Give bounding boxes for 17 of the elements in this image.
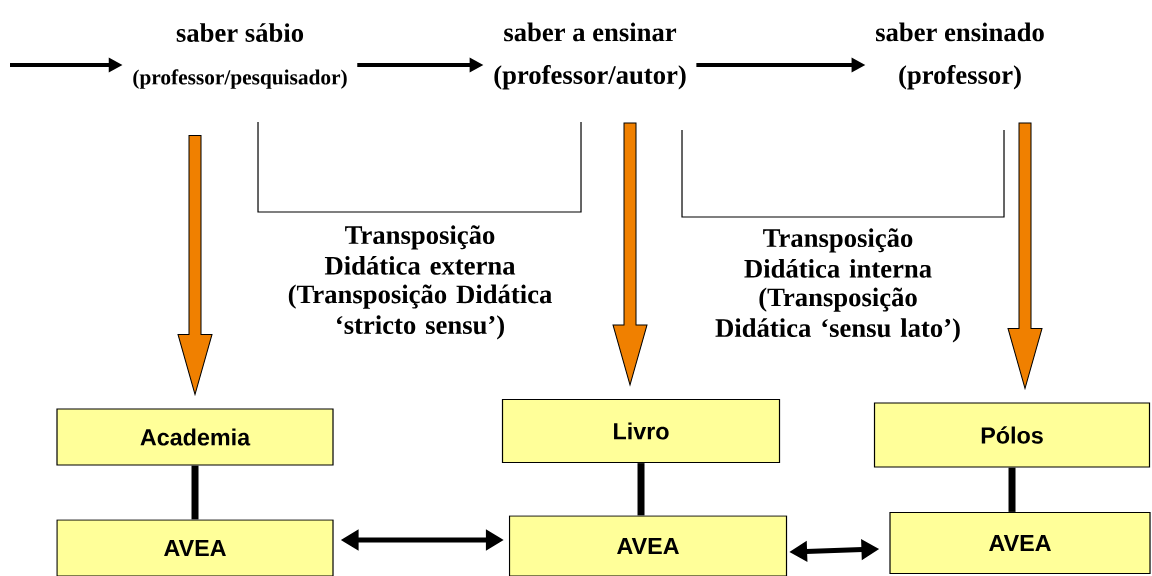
process-box: Academia <box>56 408 334 466</box>
process-box: AVEA <box>56 519 334 576</box>
block-arrow <box>612 122 648 386</box>
process-box: AVEA <box>889 511 1151 575</box>
stage-label: saber ensinado (professor) <box>876 22 1044 90</box>
process-box: AVEA <box>508 515 788 576</box>
connector-line <box>191 465 199 520</box>
stage-label: saber a ensinar (professor/autor) <box>494 22 686 90</box>
caption-text: Transposição Didática interna <box>744 228 932 278</box>
stage-label: saber sábio (professor/pesquisador) <box>133 23 347 89</box>
caption-text: Transposição Didática externa <box>324 225 516 275</box>
caption-text: (Transposição Didática ‘sensu lato’) <box>715 287 960 343</box>
process-box: Pólos <box>873 402 1151 468</box>
block-arrow <box>1007 122 1043 389</box>
process-box: Livro <box>501 398 781 464</box>
block-arrow <box>177 134 213 395</box>
caption-text: (Transposição Didática ‘stricto sensu’) <box>288 284 552 340</box>
